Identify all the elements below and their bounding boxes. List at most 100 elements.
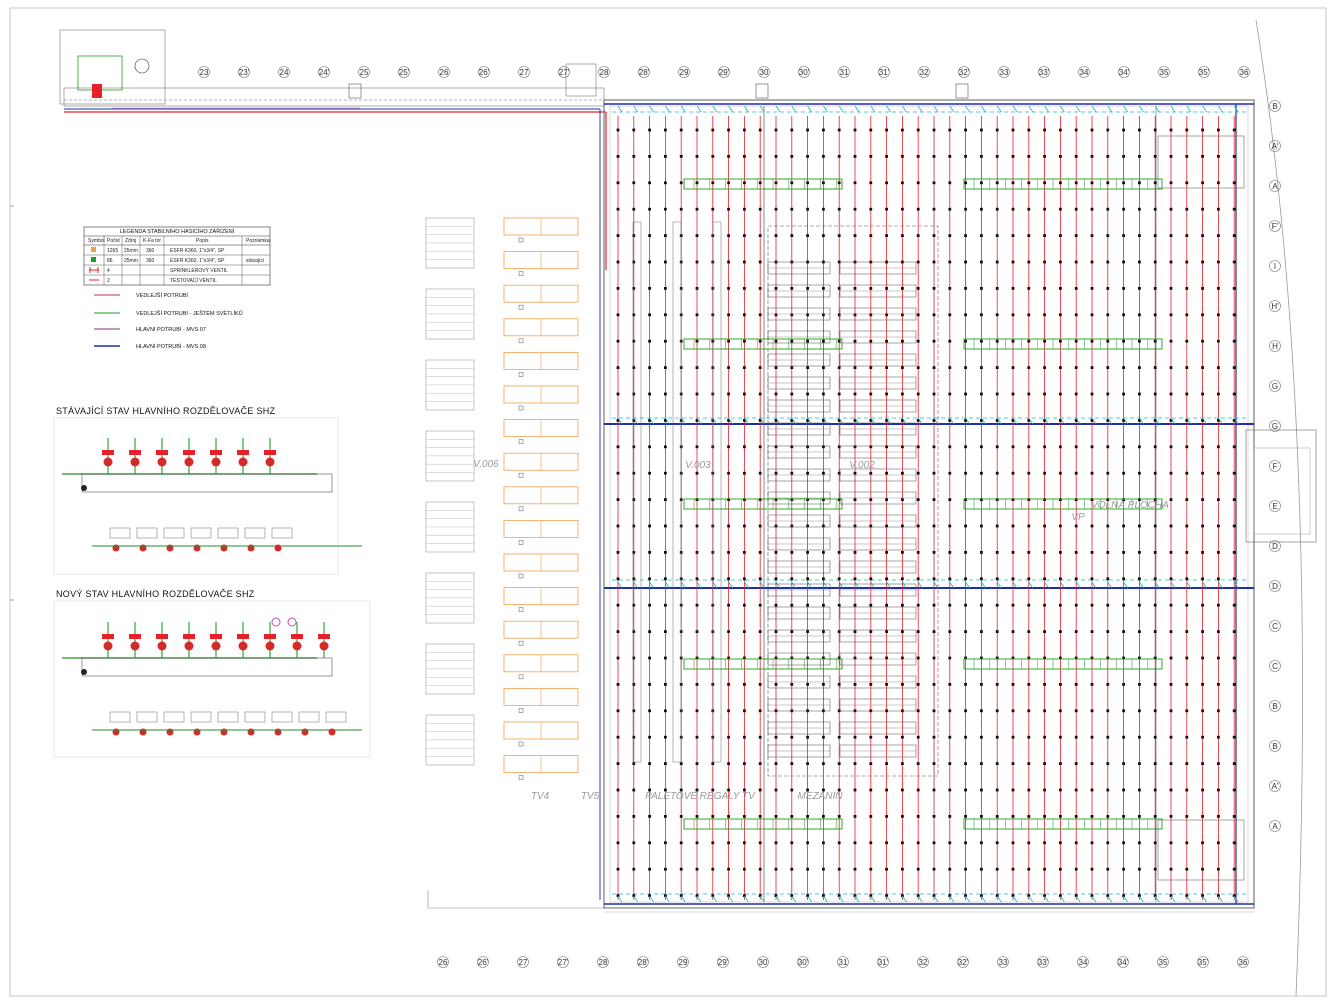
sprinkler-head [1106, 788, 1110, 792]
sprinkler-head [1201, 287, 1204, 290]
grid-bubble-bottom [957, 956, 969, 968]
cyan-connector [617, 581, 623, 589]
sprinkler-head [853, 894, 857, 897]
plan-valve-tag [325, 711, 347, 723]
sprinkler-head [1138, 339, 1141, 343]
office-block-top [1157, 135, 1245, 189]
sprinkler-head [822, 894, 825, 897]
sprinkler-head [695, 841, 699, 845]
sprinkler-head [616, 683, 620, 686]
sprinkler-head [664, 683, 667, 686]
grid-label-right: F [1273, 462, 1278, 471]
sprinkler-head [790, 181, 794, 185]
sprinkler-head [885, 762, 888, 765]
sprinkler-head [1138, 788, 1141, 792]
sprinkler-head [837, 841, 841, 845]
sprinkler-head [664, 287, 667, 290]
grid-label-right: A' [1272, 782, 1279, 791]
sprinkler-head [853, 234, 857, 237]
top-corridor [59, 29, 969, 900]
sprinkler-head [1027, 735, 1031, 739]
sprinkler-head [901, 762, 904, 765]
sprinkler-head [885, 894, 888, 897]
sprinkler-head [743, 313, 746, 317]
valve-body [210, 450, 222, 455]
sprinkler-head [995, 366, 999, 369]
cyan-connector [902, 581, 907, 589]
cyan-connector [838, 105, 844, 113]
grid-bubble-top [798, 66, 810, 78]
sprinkler-head [743, 841, 746, 845]
sprinkler-head [1232, 603, 1236, 607]
grid-bubble-right [1269, 340, 1281, 352]
cyan-connector [838, 581, 844, 589]
sprinkler-head [1090, 524, 1094, 528]
sprinkler-head [980, 445, 983, 449]
sprinkler-head [1059, 630, 1062, 633]
sprinkler-head [1201, 524, 1204, 528]
sprinkler-head [1043, 762, 1046, 765]
sprinkler-head [1043, 498, 1046, 501]
sprinkler-head [632, 498, 636, 501]
sprinkler-head [1106, 656, 1110, 660]
sprinkler-head [1217, 207, 1220, 211]
sprinkler-head [1153, 815, 1157, 818]
sprinkler-head [964, 709, 967, 713]
sprinkler-head [1217, 867, 1220, 871]
sprinkler-head [616, 155, 620, 158]
cyan-connector [902, 895, 907, 903]
sprinkler-head [648, 419, 651, 422]
sprinkler-head [648, 735, 651, 739]
sprinkler-head [995, 630, 999, 633]
sprinkler-head [806, 894, 809, 897]
sprinkler-head [806, 392, 809, 396]
sprinkler-head [1043, 128, 1046, 132]
sprinkler-head [1059, 498, 1062, 501]
sprinkler-head [1185, 551, 1189, 554]
sprinkler-head [837, 867, 841, 871]
sprinkler-head [932, 630, 936, 633]
grid-label-bottom: 34' [1118, 958, 1129, 967]
sprinkler-head [1027, 709, 1031, 713]
sprinkler-head [1106, 392, 1110, 396]
sprinkler-head [1201, 551, 1204, 554]
grid-label-top: 36 [1240, 68, 1249, 77]
cyan-connector [775, 581, 781, 589]
grid-label-right: G [1272, 382, 1278, 391]
sprinkler-head [948, 630, 952, 633]
sprinkler-head [743, 683, 746, 686]
sprinkler-head [806, 841, 809, 845]
sprinkler-head [695, 815, 699, 818]
sprinkler-head [616, 735, 620, 739]
sprinkler-head [790, 234, 794, 237]
sprinkler-head [964, 498, 967, 501]
sprinkler-head [995, 788, 999, 792]
sprinkler-head [1122, 709, 1125, 713]
sprinkler-head [1138, 709, 1141, 713]
sprinkler-head [664, 155, 667, 158]
sprinkler-head [1059, 867, 1062, 871]
plan-valve-tag [244, 527, 266, 539]
sprinkler-head [806, 788, 809, 792]
sprinkler-head [916, 287, 920, 290]
sprinkler-head [711, 155, 715, 158]
sprinkler-head [774, 339, 778, 343]
sprinkler-head [1043, 260, 1046, 264]
sprinkler-head [1201, 445, 1204, 449]
sprinkler-head [774, 366, 778, 369]
sprinkler-head [632, 260, 636, 264]
rack-marker [518, 372, 524, 377]
sprinkler-head [1027, 577, 1031, 581]
sprinkler-head [1201, 762, 1204, 765]
sprinkler-head [1027, 287, 1031, 290]
sprinkler-head [774, 788, 778, 792]
sprinkler-head [1011, 419, 1015, 422]
grid-bubble-right [1269, 460, 1281, 472]
cyan-connector [917, 417, 923, 425]
grid-bubble-bottom [1157, 956, 1169, 968]
grid-bubble-bottom [637, 956, 649, 968]
sprinkler-head [932, 683, 936, 686]
sprinkler-head [1027, 867, 1031, 871]
grid-bubble-right [1269, 380, 1281, 392]
sprinkler-head [1011, 630, 1015, 633]
